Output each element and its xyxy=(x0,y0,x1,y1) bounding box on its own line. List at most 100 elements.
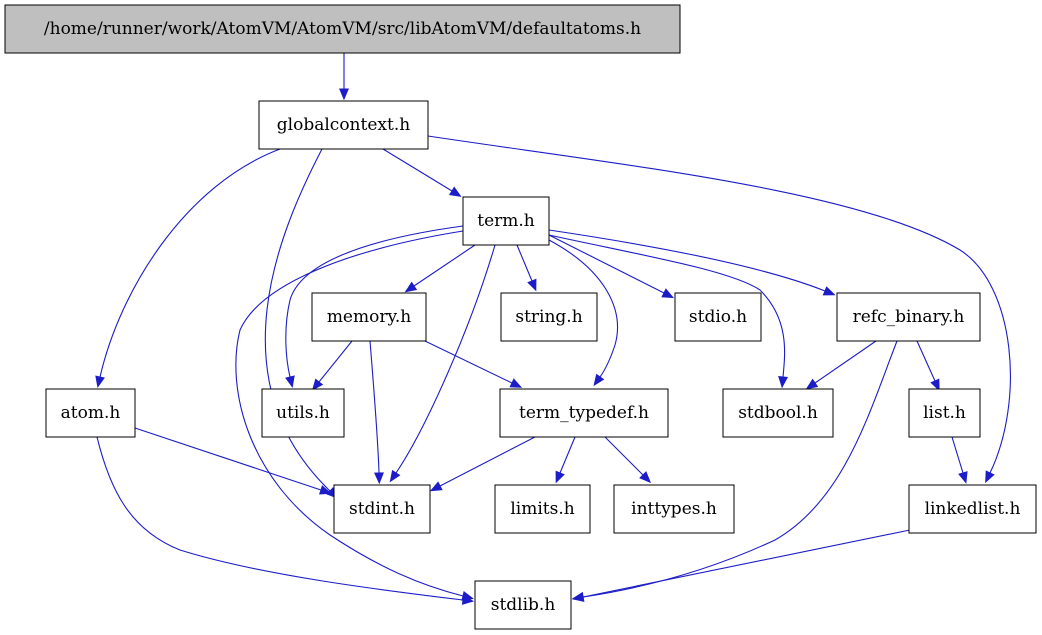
edge-line xyxy=(516,244,533,282)
node-box[interactable] xyxy=(722,388,834,438)
node-box[interactable] xyxy=(333,484,431,534)
node-label: list.h xyxy=(923,403,966,423)
node-memory[interactable]: memory.h xyxy=(311,292,427,342)
edge-term-to-stdio xyxy=(548,234,675,299)
node-box[interactable] xyxy=(908,388,981,438)
edge-term_typedef-to-inttypes xyxy=(604,436,652,484)
edge-line xyxy=(134,427,322,491)
edge-line xyxy=(264,148,331,492)
node-label: stdio.h xyxy=(689,307,747,327)
edge-line xyxy=(582,529,911,598)
node-inttypes[interactable]: inttypes.h xyxy=(613,484,735,534)
node-stdint[interactable]: stdint.h xyxy=(333,484,431,534)
edge-linkedlist-to-stdlib xyxy=(571,529,911,602)
node-box[interactable] xyxy=(908,484,1037,534)
node-label: utils.h xyxy=(276,403,330,423)
edge-arrowhead xyxy=(461,594,475,605)
edge-line xyxy=(424,340,513,384)
node-box[interactable] xyxy=(500,292,598,342)
node-limits[interactable]: limits.h xyxy=(494,484,591,534)
node-box[interactable] xyxy=(311,292,427,342)
edge-line xyxy=(235,230,464,597)
node-stdbool[interactable]: stdbool.h xyxy=(722,388,834,438)
node-defaultatoms[interactable]: /home/runner/work/AtomVM/AtomVM/src/libA… xyxy=(4,4,681,54)
node-box[interactable] xyxy=(613,484,735,534)
node-box[interactable] xyxy=(494,484,591,534)
node-refc-binary[interactable]: refc_binary.h xyxy=(836,292,981,342)
node-box[interactable] xyxy=(261,388,345,438)
edges-layer xyxy=(95,53,1011,605)
edge-refc_binary-to-list xyxy=(916,340,940,392)
edge-arrowhead xyxy=(389,469,401,483)
node-label: stdlib.h xyxy=(491,595,556,615)
node-box[interactable] xyxy=(836,292,981,342)
edge-arrowhead xyxy=(527,278,537,292)
node-term-typedef[interactable]: term_typedef.h xyxy=(499,388,669,438)
edge-arrowhead xyxy=(448,186,462,197)
edge-arrowhead xyxy=(571,592,585,602)
node-box[interactable] xyxy=(674,292,762,342)
node-utils[interactable]: utils.h xyxy=(261,388,345,438)
edge-refc_binary-to-stdlib xyxy=(571,340,898,602)
node-label: inttypes.h xyxy=(631,499,717,519)
edge-term-to-stdint xyxy=(389,244,496,483)
edge-globalcontext-to-atom xyxy=(95,148,281,388)
edge-memory-to-stdint xyxy=(369,340,384,485)
node-box[interactable] xyxy=(258,100,429,150)
edge-line xyxy=(318,340,353,383)
node-box[interactable] xyxy=(474,580,572,630)
edge-memory-to-term_typedef xyxy=(424,340,523,388)
edge-term_typedef-to-limits xyxy=(555,436,576,484)
edge-arrowhead xyxy=(805,378,819,390)
edge-globalcontext-to-linkedlist xyxy=(427,135,1011,484)
edge-term-to-string xyxy=(516,244,537,292)
node-term[interactable]: term.h xyxy=(462,196,550,246)
edge-line xyxy=(96,436,464,601)
node-linkedlist[interactable]: linkedlist.h xyxy=(908,484,1037,534)
edge-line xyxy=(285,225,464,378)
edge-globalcontext-to-term xyxy=(382,148,462,197)
nodes-layer: /home/runner/work/AtomVM/AtomVM/src/libA… xyxy=(4,4,1037,630)
node-box[interactable] xyxy=(499,388,669,438)
edge-arrowhead xyxy=(778,376,788,389)
edge-arrowhead xyxy=(318,485,332,495)
edge-line xyxy=(382,148,453,192)
node-label: stdbool.h xyxy=(738,403,818,423)
edge-line xyxy=(559,436,576,474)
edge-line xyxy=(548,229,826,292)
edge-arrowhead xyxy=(555,470,565,484)
node-label: /home/runner/work/AtomVM/AtomVM/src/libA… xyxy=(44,19,641,39)
node-stdlib[interactable]: stdlib.h xyxy=(474,580,572,630)
node-box[interactable] xyxy=(462,196,550,246)
edge-line xyxy=(369,340,380,474)
node-string[interactable]: string.h xyxy=(500,292,598,342)
edge-arrowhead xyxy=(930,378,940,392)
edge-atom-to-stdint xyxy=(134,427,332,495)
edge-line xyxy=(582,340,898,598)
node-label: refc_binary.h xyxy=(853,307,965,327)
edge-arrowhead xyxy=(661,288,675,299)
edge-arrowhead xyxy=(509,378,523,388)
edge-arrowhead xyxy=(374,472,384,485)
node-list[interactable]: list.h xyxy=(908,388,981,438)
node-label: string.h xyxy=(515,307,582,327)
node-label: memory.h xyxy=(327,307,411,327)
node-label: term.h xyxy=(477,211,535,231)
edge-term-to-utils xyxy=(285,225,464,388)
edge-defaultatoms-to-globalcontext xyxy=(339,53,349,101)
edge-term-to-term_typedef xyxy=(548,239,619,387)
edge-line xyxy=(548,239,619,378)
node-atom[interactable]: atom.h xyxy=(45,388,136,438)
node-box[interactable] xyxy=(45,388,136,438)
edge-arrowhead xyxy=(429,481,443,492)
edge-term-to-memory xyxy=(404,244,476,293)
node-stdio[interactable]: stdio.h xyxy=(674,292,762,342)
edge-arrowhead xyxy=(285,375,295,388)
edge-line xyxy=(395,244,496,474)
node-box[interactable] xyxy=(4,4,681,54)
node-label: term_typedef.h xyxy=(519,403,649,423)
edge-arrowhead xyxy=(404,281,418,293)
edge-line xyxy=(548,234,665,294)
node-globalcontext[interactable]: globalcontext.h xyxy=(258,100,429,150)
edge-arrowhead xyxy=(339,88,349,101)
